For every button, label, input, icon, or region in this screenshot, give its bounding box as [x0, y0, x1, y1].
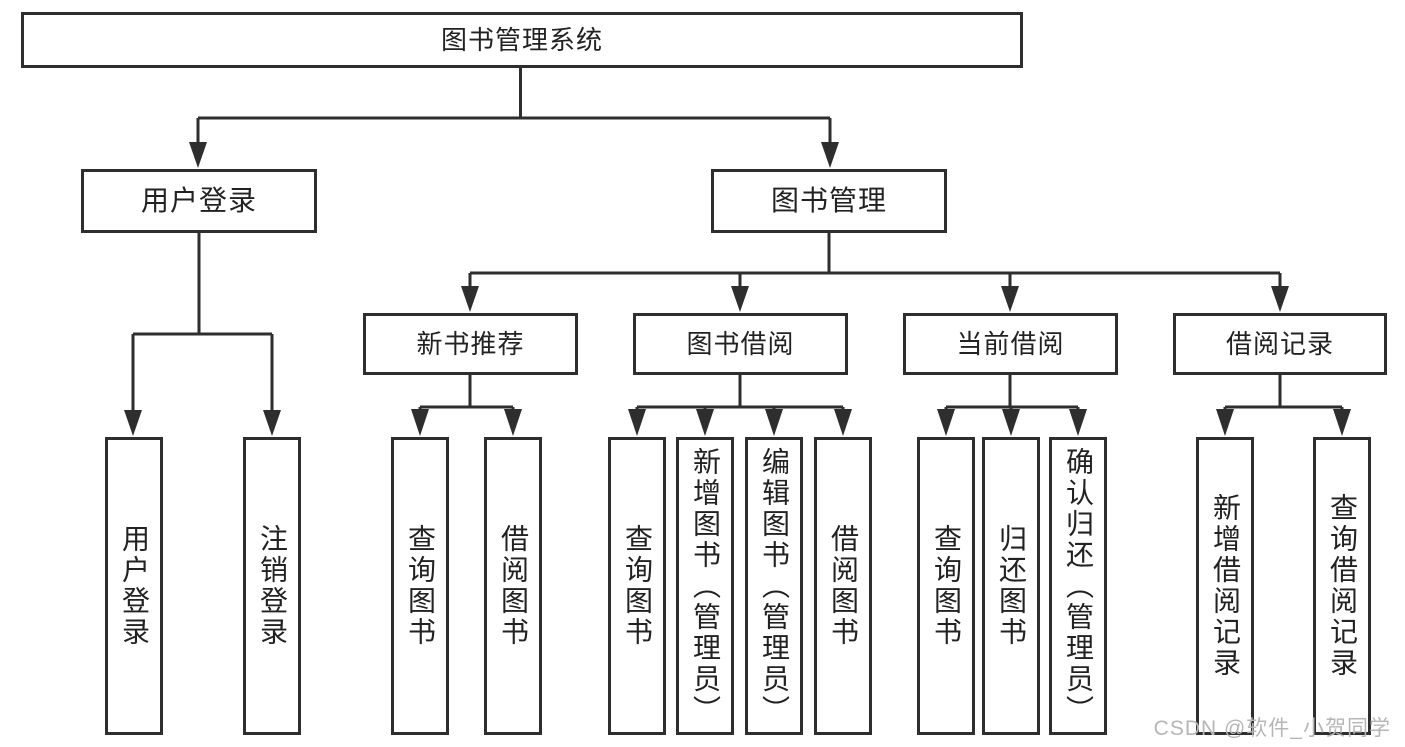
csdn-watermark: CSDN @软件_小贺同学	[1153, 717, 1391, 740]
connector-current-borrow-branch	[937, 375, 1087, 436]
node-borrowing-records: 借阅记录	[1173, 313, 1387, 375]
leaf-borrow-books-new-book: 借阅图书	[484, 437, 542, 735]
leaf-query-books-current: 查询图书	[917, 437, 975, 735]
connector-borrow-record-branch	[1216, 375, 1351, 436]
node-user-login: 用户登录	[81, 169, 317, 233]
leaf-borrow-books-borrowing: 借阅图书	[814, 437, 872, 735]
node-library-management-system: 图书管理系统	[21, 12, 1023, 68]
node-new-book-recommendation: 新书推荐	[363, 313, 578, 375]
connector-book-borrow-branch	[628, 375, 852, 436]
connector-book-mgmt-to-level3	[461, 232, 1289, 312]
leaf-user-login: 用户登录	[105, 437, 163, 735]
leaf-query-books-borrowing: 查询图书	[608, 437, 666, 735]
leaf-edit-books-admin: 编辑图书（管理员）	[745, 437, 803, 735]
leaf-query-borrow-record: 查询借阅记录	[1313, 437, 1371, 735]
leaf-add-borrow-record: 新增借阅记录	[1196, 437, 1254, 735]
leaf-confirm-return-admin: 确认归还（管理员）	[1049, 437, 1107, 735]
node-book-management: 图书管理	[711, 169, 947, 233]
node-current-borrowing: 当前借阅	[903, 313, 1118, 375]
leaf-logout: 注销登录	[243, 437, 301, 735]
connector-new-book-branch	[411, 375, 522, 436]
leaf-return-books: 归还图书	[982, 437, 1040, 735]
connector-user-login-branch	[124, 232, 281, 436]
leaf-query-books-new-book: 查询图书	[391, 437, 449, 735]
connector-root-to-level2	[189, 67, 839, 168]
node-book-borrowing: 图书借阅	[633, 313, 848, 375]
leaf-add-books-admin: 新增图书（管理员）	[676, 437, 734, 735]
